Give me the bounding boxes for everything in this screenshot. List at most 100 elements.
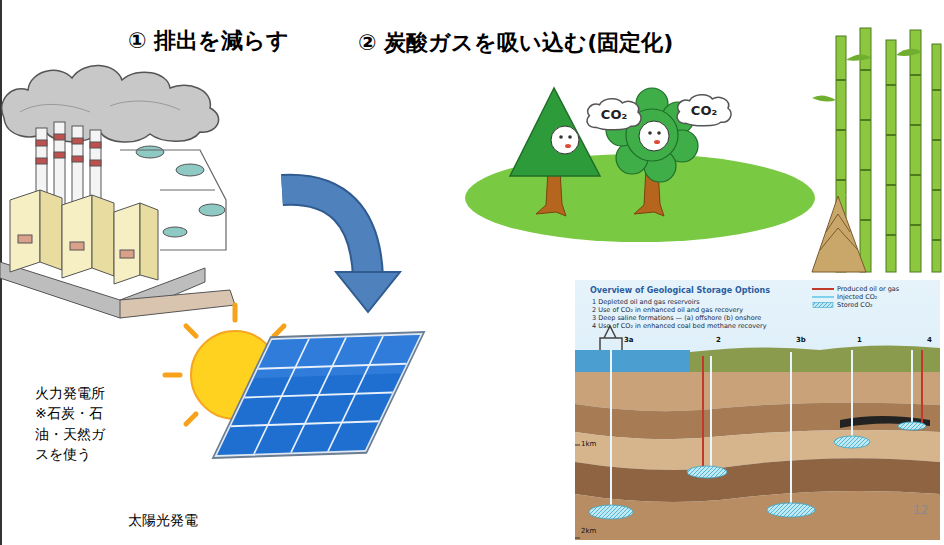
- geological-storage-figure: [589, 422, 926, 519]
- figure-list-item: 2 Use of CO₂ in enhanced oil and gas rec…: [592, 307, 743, 315]
- sun-illustration: [186, 326, 196, 336]
- legend-sample: [812, 286, 834, 292]
- geological-storage-figure: [710, 356, 712, 470]
- co2-text: CO₂: [691, 103, 717, 118]
- tree-characters: [648, 131, 652, 135]
- geological-storage-figure: [702, 356, 704, 470]
- bamboo-illustration: [836, 129, 846, 131]
- callout-number: 3a: [624, 336, 634, 344]
- geological-storage-figure: [589, 505, 633, 519]
- solar-panel: [231, 421, 379, 426]
- geological-storage-figure: [898, 422, 926, 430]
- bamboo-illustration: [812, 49, 922, 102]
- sun-illustration: [274, 326, 284, 336]
- geological-storage-figure: [834, 436, 870, 448]
- tree-characters: [657, 131, 661, 135]
- tree-characters: [510, 88, 698, 216]
- tree-characters: [551, 126, 579, 154]
- plant-caption: 火力発電所 ※石炭・石油・天然ガスを使う: [35, 383, 108, 464]
- legend-sample: [812, 294, 834, 300]
- power-plant-illustration: [10, 190, 158, 284]
- bamboo-illustration: [812, 95, 836, 101]
- power-plant-illustration: [0, 65, 235, 318]
- geological-storage-figure: [690, 345, 940, 372]
- solar-panel: [213, 332, 424, 458]
- bamboo-illustration: [860, 28, 871, 272]
- power-plant-illustration: [36, 158, 47, 164]
- power-plant-illustration: [20, 101, 180, 112]
- bamboo-illustration: [910, 124, 921, 126]
- power-plant-illustration: [90, 142, 101, 148]
- change-arrow: [282, 190, 368, 278]
- power-plant-illustration: [62, 195, 92, 278]
- figure-list-item: 1 Depleted oil and gas reservoirs: [592, 299, 700, 307]
- geological-storage-figure: [767, 503, 815, 517]
- tree-characters: [536, 170, 566, 216]
- bamboo-illustration: [932, 239, 941, 241]
- bamboo-illustration: [886, 40, 896, 272]
- solar-panel: [245, 393, 393, 398]
- bamboo-illustration: [836, 79, 846, 81]
- legend-line: [812, 288, 834, 290]
- power-plant-illustration: [36, 140, 47, 146]
- figure-list-item: 3 Deep saline formations — (a) offshore …: [592, 315, 761, 323]
- bamboo-shoot: [812, 196, 866, 272]
- bamboo-illustration: [932, 44, 941, 272]
- geological-storage-figure: [610, 350, 612, 510]
- bamboo-illustration: [860, 119, 871, 121]
- power-plant-illustration: [10, 190, 40, 272]
- bamboo-illustration: [860, 169, 871, 171]
- legend-entry: Injected CO₂: [812, 293, 877, 301]
- power-plant-illustration: [70, 242, 84, 250]
- tree-characters: [568, 135, 572, 139]
- power-plant-illustration: [120, 250, 134, 258]
- legend-sample: [812, 302, 834, 308]
- sun-illustration: [233, 305, 238, 320]
- bamboo-illustration: [836, 179, 846, 181]
- callout-number: 4: [927, 336, 932, 344]
- tree-characters: [639, 121, 669, 151]
- geological-storage-figure: [921, 350, 923, 424]
- section-heading: ② 炭酸ガスを吸い込む(固定化): [358, 30, 673, 56]
- bamboo-illustration: [846, 54, 872, 60]
- tree-characters: [565, 144, 571, 148]
- power-plant-illustration: [163, 227, 187, 237]
- power-plant-illustration: [72, 156, 83, 162]
- speech-cloud: CO₂: [674, 92, 734, 128]
- power-plant-illustration: [54, 152, 65, 158]
- sun-illustration: [165, 373, 180, 378]
- bamboo-illustration: [886, 84, 896, 86]
- geological-storage-figure: [911, 350, 913, 424]
- section-heading: ① 排出を減らす: [128, 28, 289, 54]
- power-plant-illustration: [140, 203, 158, 280]
- legend-entry: Stored CO₂: [812, 301, 873, 309]
- legend-text: Stored CO₂: [837, 301, 873, 309]
- callout-number: 2: [716, 336, 721, 344]
- geological-storage-figure: [575, 538, 580, 539]
- bamboo-illustration: [910, 174, 921, 176]
- solar-caption: 太陽光発電: [128, 512, 198, 529]
- bamboo-illustration: [910, 74, 921, 76]
- power-plant-illustration: [114, 203, 140, 284]
- bamboo-illustration: [910, 224, 921, 226]
- power-plant-illustration: [18, 235, 32, 243]
- power-plant-illustration: [176, 164, 204, 176]
- solar-panel: [213, 332, 424, 458]
- bamboo-illustration: [932, 89, 941, 91]
- tree-characters: [559, 135, 563, 139]
- geological-storage-figure: [611, 350, 922, 510]
- bamboo-illustration: [886, 184, 896, 186]
- legend-text: Injected CO₂: [837, 293, 877, 301]
- geological-storage-figure: [575, 491, 940, 540]
- power-plant-illustration: [72, 138, 83, 144]
- geological-storage-figure: [575, 350, 690, 372]
- bamboo-illustration: [836, 70, 941, 240]
- bamboo-illustration: [896, 49, 922, 56]
- power-plant-illustration: [120, 290, 235, 318]
- change-arrow: [282, 190, 368, 278]
- bamboo-illustration: [886, 134, 896, 136]
- tree-characters: [654, 140, 660, 144]
- geological-storage-figure: [575, 445, 580, 446]
- bamboo-illustration: [812, 28, 941, 272]
